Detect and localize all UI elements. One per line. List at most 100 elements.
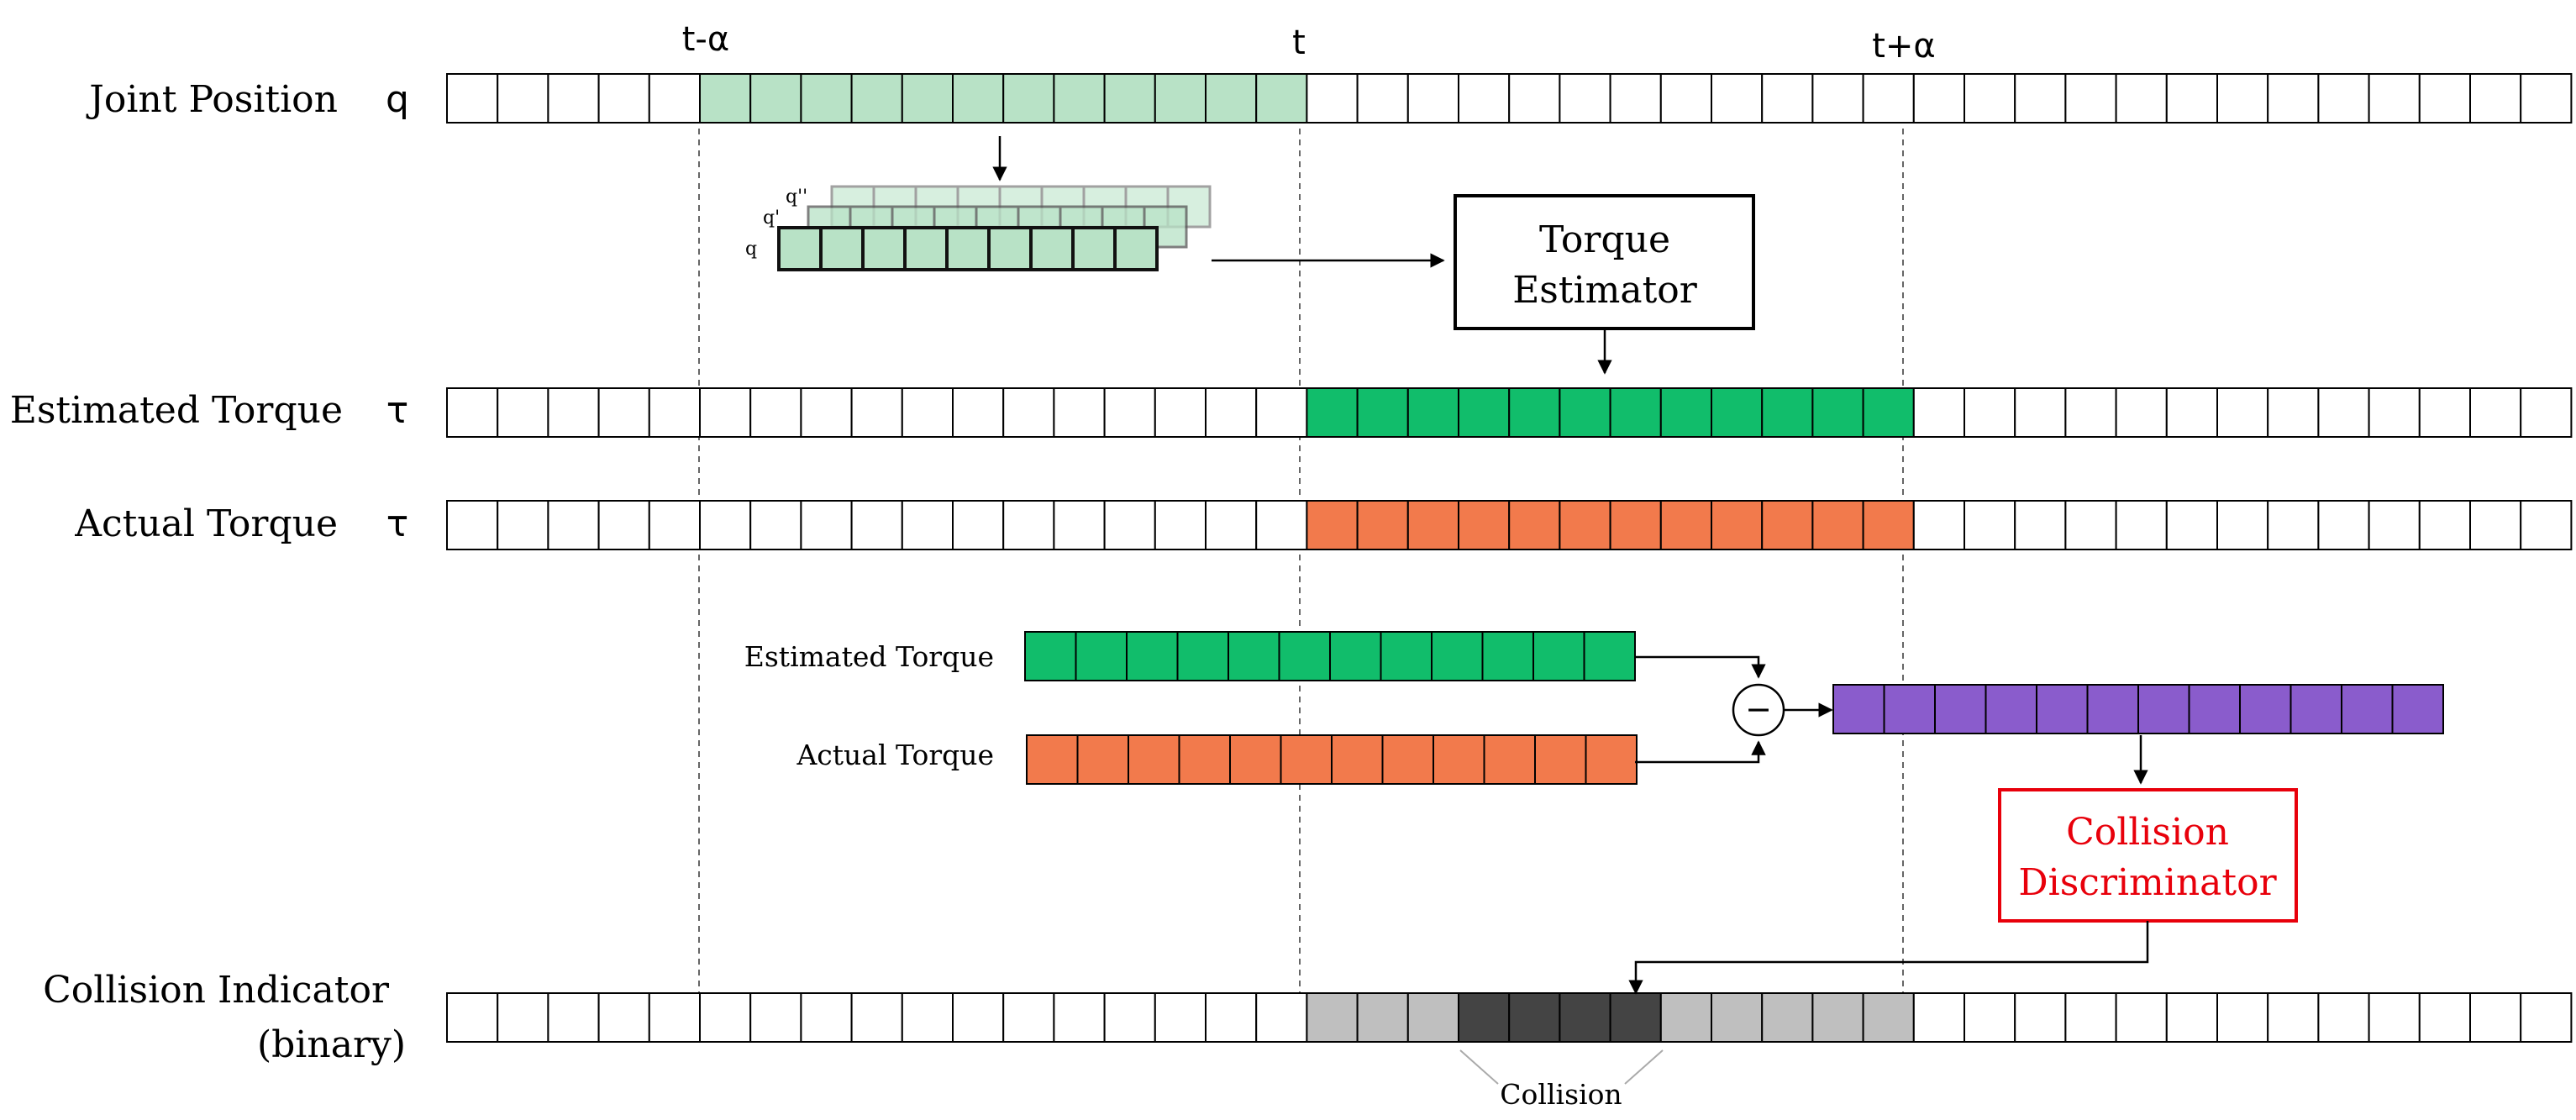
joint-position-cell (1508, 73, 1561, 124)
actual-torque-cell (1659, 500, 1713, 550)
actual-torque-cell (2368, 500, 2421, 550)
collision-indicator-cell (800, 992, 853, 1043)
collision-indicator-cell (1912, 992, 1966, 1043)
estimated-torque-cell (1002, 387, 1055, 438)
joint-position-cell (699, 73, 752, 124)
joint-position-cell (1964, 73, 2016, 124)
residual-cell (2289, 684, 2342, 734)
estimated-torque-cell (1862, 387, 1915, 438)
actual-torque-cell (1912, 500, 1966, 550)
actual-torque-cell (1862, 500, 1915, 550)
estimated-torque-cell (1103, 387, 1156, 438)
estimated-torque-cell (901, 387, 954, 438)
stack-label-q: q (745, 239, 757, 260)
estimated-torque-cell (597, 387, 650, 438)
compare-estimated-cell (1176, 631, 1229, 681)
collision-indicator-cell (1306, 992, 1359, 1043)
estimated-torque-cell (1912, 387, 1966, 438)
collision-indicator-cell (699, 992, 752, 1043)
joint-position-cell (1811, 73, 1864, 124)
collision-indicator-cell (1659, 992, 1713, 1043)
collision-indicator-cell (901, 992, 954, 1043)
collision-indicator-cell (2267, 992, 2320, 1043)
collision-bracket (1459, 1049, 1499, 1085)
estimated-torque-cell (547, 387, 600, 438)
collision-indicator-cell (446, 992, 499, 1043)
time-label-t-plus-alpha: t+α (1872, 27, 1936, 66)
residual-cell (1883, 684, 1936, 734)
collision-indicator-cell (1154, 992, 1207, 1043)
collision-indicator-cell (850, 992, 903, 1043)
joint-position-cell (1406, 73, 1460, 124)
row-label-collision-indicator: Collision Indicator (43, 969, 390, 1012)
compare-estimated-cell (1583, 631, 1636, 681)
compare-estimated-cell (1075, 631, 1128, 681)
joint-position-cell (1912, 73, 1966, 124)
estimated-torque-cell (497, 387, 549, 438)
estimated-torque-cell (1964, 387, 2016, 438)
actual-torque-cell (497, 500, 549, 550)
stack-q-cell (1029, 226, 1075, 271)
compare-actual-cell (1585, 734, 1638, 785)
torque-estimator-label-line2: Estimator (1512, 269, 1698, 312)
estimated-torque-cell (699, 387, 752, 438)
stack-q-cell (987, 226, 1033, 271)
residual-cell (2239, 684, 2292, 734)
estimated-torque-cell (1458, 387, 1511, 438)
compare-estimated-cell (1228, 631, 1280, 681)
compare-estimated-cell (1532, 631, 1585, 681)
actual-torque-cell (2216, 500, 2269, 550)
compare-actual-cell (1229, 734, 1282, 785)
collision-discriminator-box (1998, 788, 2298, 923)
estimated-torque-cell (2418, 387, 2472, 438)
compare-label-estimated-torque: Estimated Torque (744, 640, 994, 673)
compare-actual-cell (1128, 734, 1180, 785)
joint-position-cell (1609, 73, 1662, 124)
stack-label-q-prime: q' (763, 208, 780, 229)
collision-indicator-cell (497, 992, 549, 1043)
actual-torque-cell (1154, 500, 1207, 550)
stack-q-cell (861, 226, 907, 271)
residual-cell (2391, 684, 2444, 734)
estimated-torque-cell (1255, 387, 1308, 438)
collision-indicator-cell (2014, 992, 2067, 1043)
joint-position-cell (1559, 73, 1611, 124)
collision-indicator-cell (2368, 992, 2421, 1043)
joint-position-cell (1205, 73, 1258, 124)
compare-actual-cell (1483, 734, 1536, 785)
stack-q-cell (1113, 226, 1159, 271)
compare-actual-cell (1280, 734, 1333, 785)
actual-torque-cell (1559, 500, 1611, 550)
stack-label-q-double-prime: q'' (786, 187, 807, 208)
actual-torque-cell (2418, 500, 2472, 550)
joint-position-cell (2014, 73, 2067, 124)
estimated-torque-cell (1406, 387, 1460, 438)
row-symbol-tau-actual: τ (386, 502, 409, 545)
residual-cell (2036, 684, 2089, 734)
collision-indicator-cell (2216, 992, 2269, 1043)
collision-indicator-cell (1458, 992, 1511, 1043)
row-label-actual-torque: Actual Torque (74, 502, 338, 545)
collision-indicator-cell (1205, 992, 1258, 1043)
compare-actual-cell (1433, 734, 1485, 785)
actual-torque-cell (749, 500, 802, 550)
collision-indicator-cell (2064, 992, 2117, 1043)
estimated-torque-cell (1811, 387, 1864, 438)
compare-actual-cell (1076, 734, 1129, 785)
row-label-estimated-torque: Estimated Torque (10, 389, 343, 432)
time-label-t-minus-alpha: t-α (682, 20, 729, 59)
estimated-torque-cell (446, 387, 499, 438)
collision-indicator-cell (2115, 992, 2168, 1043)
torque-estimator-label-line1: Torque (1539, 218, 1670, 261)
actual-torque-cell (1103, 500, 1156, 550)
collision-indicator-cell (2520, 992, 2573, 1043)
actual-torque-cell (2115, 500, 2168, 550)
residual-cell (1832, 684, 1885, 734)
estimated-torque-cell (1711, 387, 1764, 438)
joint-position-cell (2418, 73, 2472, 124)
joint-position-cell (547, 73, 600, 124)
estimated-torque-cell (800, 387, 853, 438)
actual-torque-cell (2469, 500, 2522, 550)
compare-label-actual-torque: Actual Torque (796, 739, 994, 771)
actual-torque-cell (1964, 500, 2016, 550)
